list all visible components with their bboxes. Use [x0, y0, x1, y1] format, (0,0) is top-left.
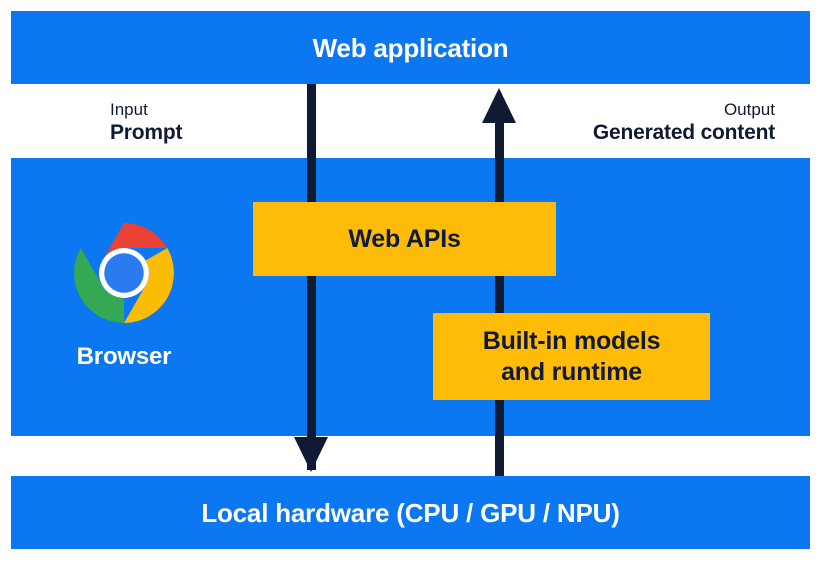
band-web-application-label: Web application: [312, 33, 509, 63]
box-web-apis-label: Web APIs: [348, 224, 461, 253]
browser-group: Browser: [62, 221, 186, 371]
chrome-logo-icon: [74, 223, 174, 323]
arrow-down-icon-shaft: [307, 84, 316, 470]
flow-value-input: Prompt: [110, 121, 183, 145]
band-browser-label: Browser: [76, 343, 172, 370]
box-web-apis: Web APIs: [253, 202, 556, 276]
flow-label-input: Input Prompt: [110, 99, 183, 147]
band-web-application: Web application: [11, 11, 810, 84]
flow-kind-input: Input: [110, 100, 148, 119]
flow-label-output: Output Generated content: [593, 99, 775, 147]
arrow-down-icon-head: [294, 437, 328, 472]
arrow-up-icon-head: [482, 88, 516, 123]
box-builtin-models-label: Built-in models and runtime: [482, 327, 661, 386]
band-local-hardware: Local hardware (CPU / GPU / NPU): [11, 476, 810, 549]
box-builtin-models: Built-in models and runtime: [433, 313, 710, 400]
flow-value-output: Generated content: [592, 121, 775, 145]
arrow-up-icon-shaft: [495, 118, 504, 476]
band-local-hardware-label: Local hardware (CPU / GPU / NPU): [201, 498, 620, 528]
flow-kind-output: Output: [723, 100, 775, 119]
